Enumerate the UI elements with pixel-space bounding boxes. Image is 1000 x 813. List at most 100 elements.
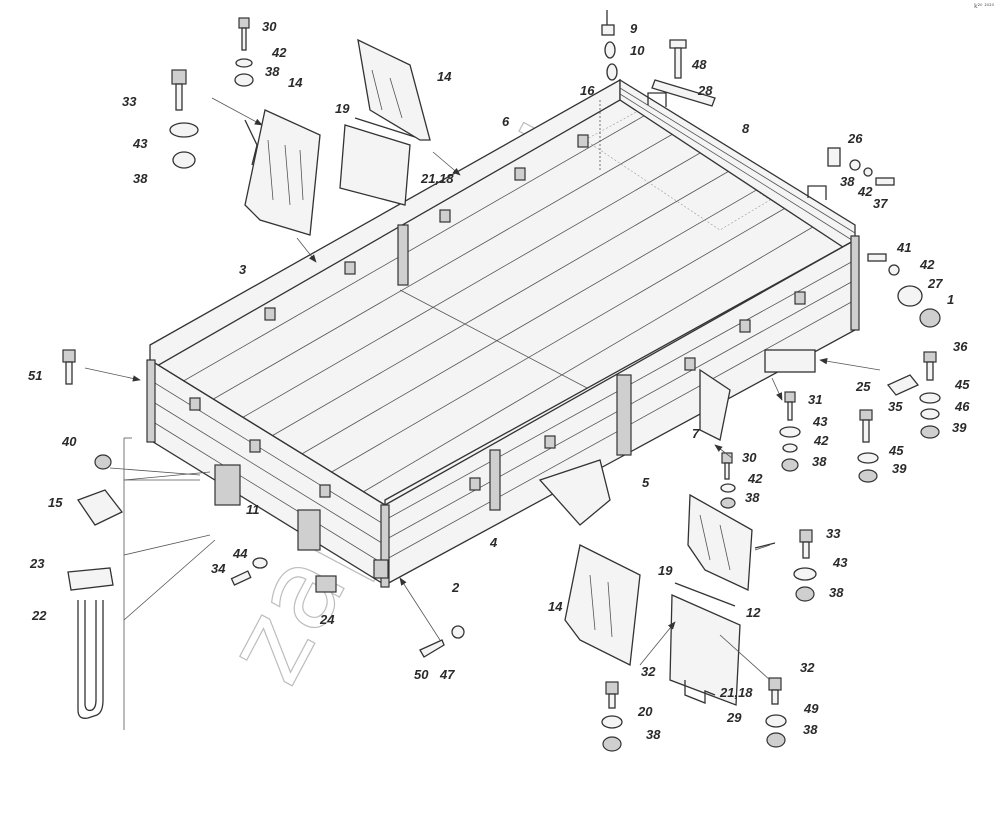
rear-bracket-left	[214, 464, 241, 506]
label-25: 25	[855, 379, 871, 394]
label-43a: 43	[132, 136, 148, 151]
label-22: 22	[31, 608, 47, 623]
label-36: 36	[953, 339, 968, 354]
label-28: 28	[697, 83, 713, 98]
label-42b: 42	[857, 184, 873, 199]
label-14a: 14	[288, 75, 303, 90]
rear-right-post	[380, 504, 390, 588]
tailgate-stripes	[149, 379, 386, 566]
label-31: 31	[808, 392, 822, 407]
underframe-bracket-front	[699, 368, 731, 441]
label-26: 26	[847, 131, 863, 146]
toolbox	[764, 349, 816, 373]
label-32a: 32	[641, 664, 656, 679]
label-2118b: 21,18	[719, 685, 753, 700]
mudflap-top-left	[244, 109, 321, 236]
label-42d: 42	[813, 433, 829, 448]
front-handle-right	[807, 185, 827, 200]
label-9: 9	[630, 21, 638, 36]
cargo-body	[146, 78, 860, 588]
underframe-bracket-mid	[538, 459, 611, 526]
label-14c: 14	[548, 599, 563, 614]
label-38b: 38	[133, 171, 148, 186]
mudguard-plate-top	[339, 117, 416, 206]
label-24: 24	[319, 612, 335, 627]
label-27: 27	[927, 276, 943, 291]
label-14b: 14	[437, 69, 452, 84]
rear-left-post	[146, 359, 156, 443]
leader-lines	[84, 97, 881, 730]
label-20: 20	[637, 704, 653, 719]
label-16: 16	[580, 83, 595, 98]
right-hinge-post	[489, 449, 501, 511]
label-42c: 42	[919, 257, 935, 272]
label-33a: 33	[122, 94, 137, 109]
label-38a: 38	[265, 64, 280, 79]
label-32b: 32	[800, 660, 815, 675]
label-42e: 42	[747, 471, 763, 486]
label-38g: 38	[646, 727, 661, 742]
label-15: 15	[48, 495, 63, 510]
side-hinges	[189, 134, 806, 498]
label-47: 47	[439, 667, 455, 682]
label-33b: 33	[826, 526, 841, 541]
left-stake	[397, 224, 409, 286]
label-38h: 38	[803, 722, 818, 737]
corner-note: k²⁰ ²⁰²⁰	[974, 3, 994, 10]
label-30a: 30	[262, 19, 277, 34]
label-51: 51	[28, 368, 42, 383]
mudflap-bottom-left	[564, 544, 641, 666]
label-1: 1	[947, 292, 954, 307]
label-23: 23	[29, 556, 45, 571]
label-48: 48	[691, 57, 707, 72]
rear-bracket-right	[297, 509, 321, 551]
label-19b: 19	[658, 563, 673, 578]
label-50: 50	[414, 667, 429, 682]
front-handle-left	[647, 92, 667, 107]
label-38d: 38	[812, 454, 827, 469]
label-35: 35	[888, 399, 903, 414]
label-3: 3	[239, 262, 247, 277]
label-38c: 38	[840, 174, 855, 189]
label-37: 37	[873, 196, 888, 211]
label-38f: 38	[829, 585, 844, 600]
label-49: 49	[803, 701, 819, 716]
label-46: 46	[954, 399, 970, 414]
label-43c: 43	[832, 555, 848, 570]
front-right-post	[850, 235, 860, 331]
label-2: 2	[451, 580, 460, 595]
label-44: 44	[232, 546, 248, 561]
label-12: 12	[746, 605, 761, 620]
rear-corner-clamp	[373, 559, 389, 579]
label-40: 40	[61, 434, 77, 449]
label-42a: 42	[271, 45, 287, 60]
label-19a: 19	[335, 101, 350, 116]
floor-planks	[179, 112, 824, 496]
label-6: 6	[502, 114, 510, 129]
spring-clip-29	[684, 680, 716, 704]
mudflap-top-center	[357, 38, 431, 141]
mesh-panel	[584, 109, 771, 231]
label-39a: 39	[952, 420, 967, 435]
label-7: 7	[692, 426, 700, 441]
part-labels: 30 42 38 33 43 38 14 14 19 21,18 9 10 48…	[28, 19, 970, 742]
right-stake	[616, 374, 632, 456]
label-45b: 45	[888, 443, 904, 458]
label-30b: 30	[742, 450, 757, 465]
fasteners	[62, 10, 941, 752]
label-41: 41	[896, 240, 911, 255]
mudguard-plate-bottom	[669, 582, 741, 706]
label-8: 8	[742, 121, 750, 136]
label-39b: 39	[892, 461, 907, 476]
label-10: 10	[630, 43, 645, 58]
label-2118a: 21,18	[420, 171, 454, 186]
label-11: 11	[246, 502, 260, 517]
label-38e: 38	[745, 490, 760, 505]
label-5: 5	[642, 475, 650, 490]
label-34: 34	[211, 561, 226, 576]
label-29: 29	[726, 710, 742, 725]
label-43b: 43	[812, 414, 828, 429]
label-4: 4	[489, 535, 498, 550]
mudflap-bottom-right	[687, 493, 776, 591]
